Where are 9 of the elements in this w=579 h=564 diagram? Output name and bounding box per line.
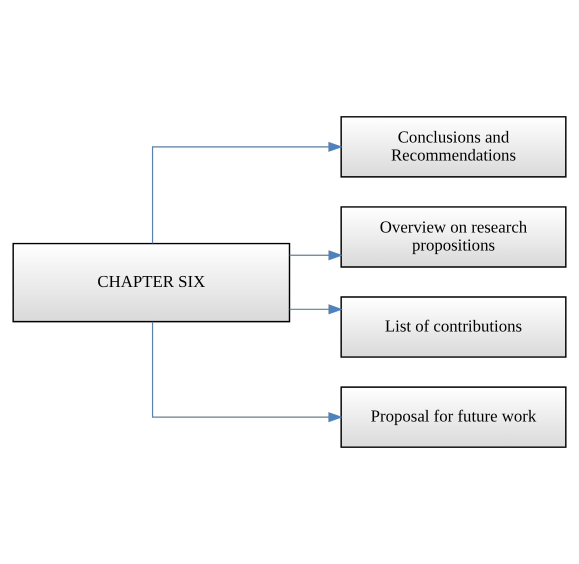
node-box: Overview on research propositions [340, 206, 567, 268]
node-box: CHAPTER SIX [12, 242, 290, 322]
node-box: Conclusions and Recommendations [340, 116, 567, 178]
arrow [290, 250, 343, 260]
node-box: List of contributions [340, 296, 567, 358]
node-box: Proposal for future work [340, 386, 567, 448]
arrow [152, 322, 343, 422]
arrow [290, 304, 343, 314]
arrow [152, 142, 343, 244]
